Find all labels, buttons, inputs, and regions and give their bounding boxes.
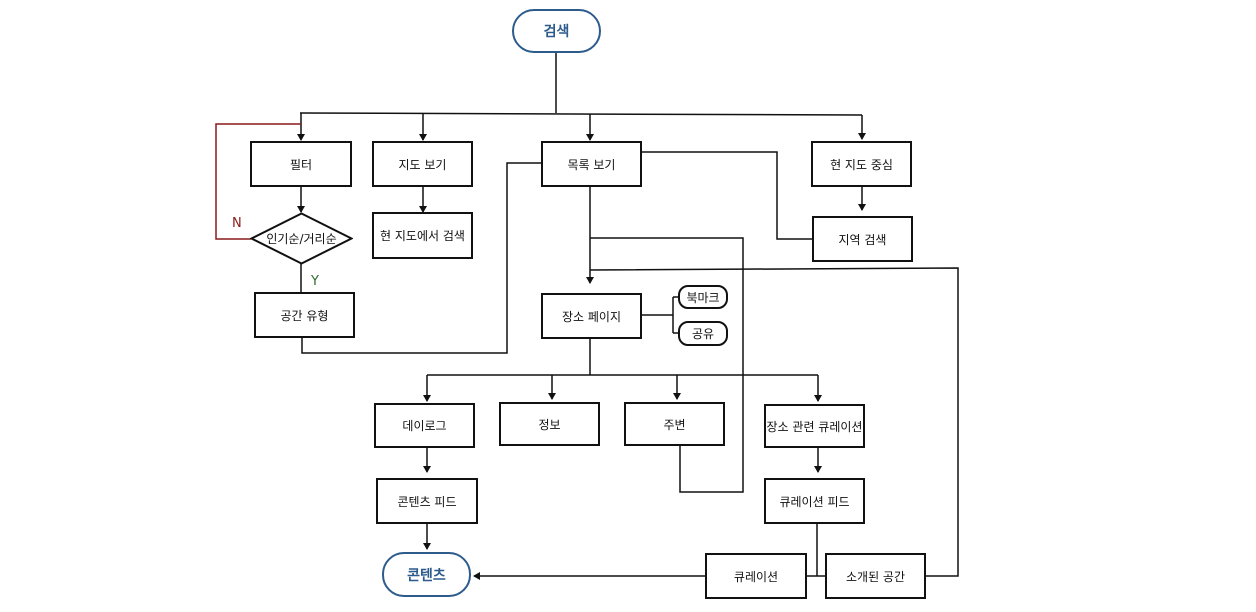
node-introduced-space: 소개된 공간	[825, 553, 926, 599]
node-info: 정보	[499, 402, 600, 446]
node-search: 검색	[512, 9, 601, 53]
node-curation-feed: 큐레이션 피드	[764, 478, 865, 524]
node-list-view: 목록 보기	[541, 141, 642, 187]
node-nearby: 주변	[624, 402, 725, 446]
node-sort-decision-label: 인기순/거리순	[266, 232, 337, 246]
node-sort-decision: 인기순/거리순	[250, 212, 353, 265]
edge-nearby-loop	[590, 237, 744, 493]
node-space-type: 공간 유형	[254, 292, 355, 338]
decision-diamond-shape	[250, 212, 353, 265]
edge-spacetype-listview	[301, 162, 541, 354]
node-search-current-map: 현 지도에서 검색	[372, 212, 473, 259]
node-region-search: 지역 검색	[812, 216, 913, 262]
node-curation: 큐레이션	[705, 553, 807, 599]
edge-label-yes: Y	[311, 274, 319, 289]
edge-top-bus	[299, 112, 863, 116]
node-map-view: 지도 보기	[372, 141, 473, 187]
node-place-curation: 장소 관련 큐레이션	[764, 404, 865, 448]
node-daylog: 데이로그	[374, 403, 475, 448]
edge-listview-region	[641, 151, 812, 240]
node-filter: 필터	[250, 141, 352, 187]
edge-label-no: N	[232, 216, 242, 231]
node-content-feed: 콘텐츠 피드	[376, 478, 478, 524]
node-place-page: 장소 페이지	[541, 293, 642, 339]
edge-introduced-loop	[589, 267, 959, 577]
node-bookmark: 북마크	[678, 285, 728, 309]
node-contents: 콘텐츠	[382, 552, 471, 597]
node-current-map-center: 현 지도 중심	[811, 141, 912, 187]
node-share: 공유	[678, 321, 728, 346]
edge-place-bookmark-share	[641, 296, 679, 334]
edge-decision-no-loop	[215, 123, 301, 240]
